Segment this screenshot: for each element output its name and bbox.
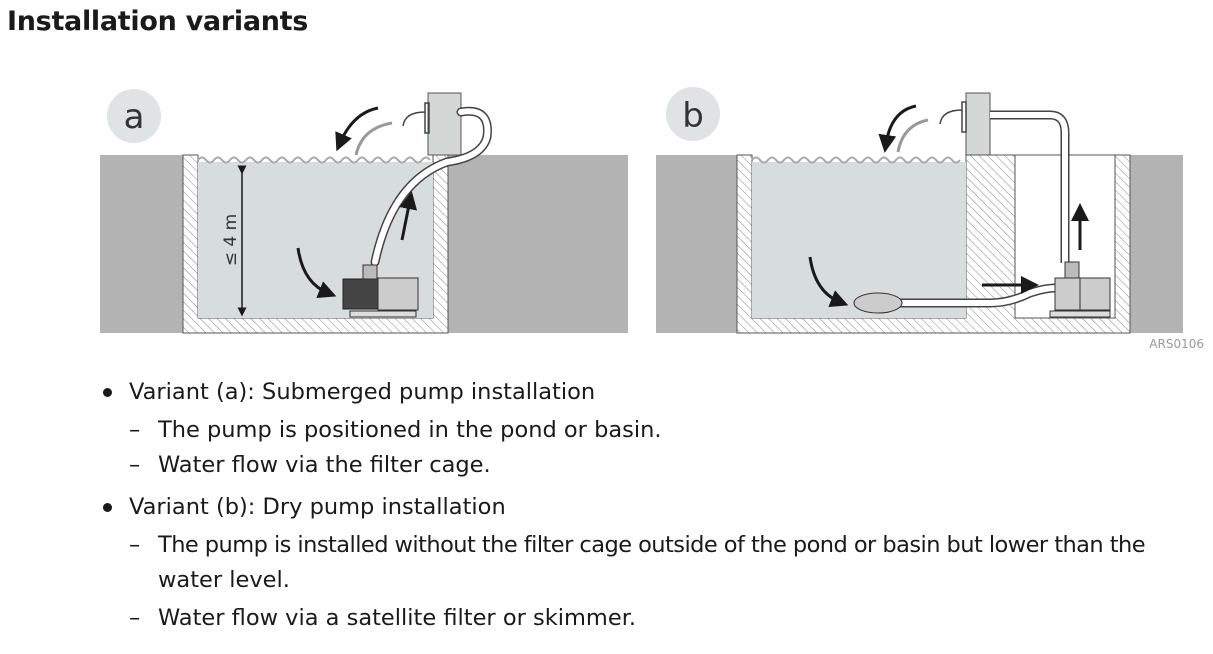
sub-item: Water flow via a satellite filter or ski… xyxy=(158,605,637,631)
installation-diagram: a ≤ 4 m b xyxy=(100,87,1204,351)
water-surface xyxy=(751,156,961,164)
pump-icon xyxy=(1049,261,1111,318)
depth-label: ≤ 4 m xyxy=(221,214,241,266)
panel-b: b ARS0106 xyxy=(656,87,1204,351)
ground-left xyxy=(656,155,737,333)
sub-item: Water flow via the filter cage. xyxy=(158,452,491,478)
water-jet xyxy=(896,118,929,153)
list-item-variant-b: Variant (b): Dry pump installation xyxy=(129,494,506,520)
outlet-pillar xyxy=(427,92,462,156)
panel-b-label-circle xyxy=(666,87,720,141)
sub-item: The pump is installed without the filter… xyxy=(158,532,1146,558)
ground-right xyxy=(448,155,628,333)
water xyxy=(752,162,966,318)
pump-icon xyxy=(342,264,419,318)
outlet-spout xyxy=(939,101,967,133)
sub-item-continuation: water level. xyxy=(158,567,290,593)
water-surface xyxy=(197,156,431,164)
ground-left xyxy=(100,155,183,333)
page-title: Installation variants xyxy=(7,6,309,37)
dash-icon: – xyxy=(129,452,141,478)
flow-arrow-return xyxy=(878,104,917,153)
panel-a: a ≤ 4 m xyxy=(100,89,628,334)
panel-a-label-circle xyxy=(107,89,161,143)
panel-a-label: a xyxy=(124,97,145,137)
sub-item: The pump is positioned in the pond or ba… xyxy=(158,417,662,443)
satellite-filter-icon xyxy=(853,292,903,314)
outlet-pillar xyxy=(965,92,991,156)
dash-icon: – xyxy=(129,532,141,558)
dash-icon: – xyxy=(129,417,141,443)
outlet-spout xyxy=(402,102,430,134)
flow-arrow-in xyxy=(808,256,849,308)
panel-b-label: b xyxy=(682,96,704,136)
flow-arrow-in xyxy=(296,247,337,299)
dash-icon: – xyxy=(129,605,141,631)
bullet-icon xyxy=(103,503,112,512)
flow-arrow-return xyxy=(335,106,379,152)
bullet-icon xyxy=(103,388,112,397)
figure-code: ARS0106 xyxy=(1149,337,1204,351)
water-jet xyxy=(354,121,393,156)
flow-arrow-up xyxy=(399,191,418,241)
list-item-variant-a: Variant (a): Submerged pump installation xyxy=(129,379,596,405)
ground-right xyxy=(1130,155,1183,333)
